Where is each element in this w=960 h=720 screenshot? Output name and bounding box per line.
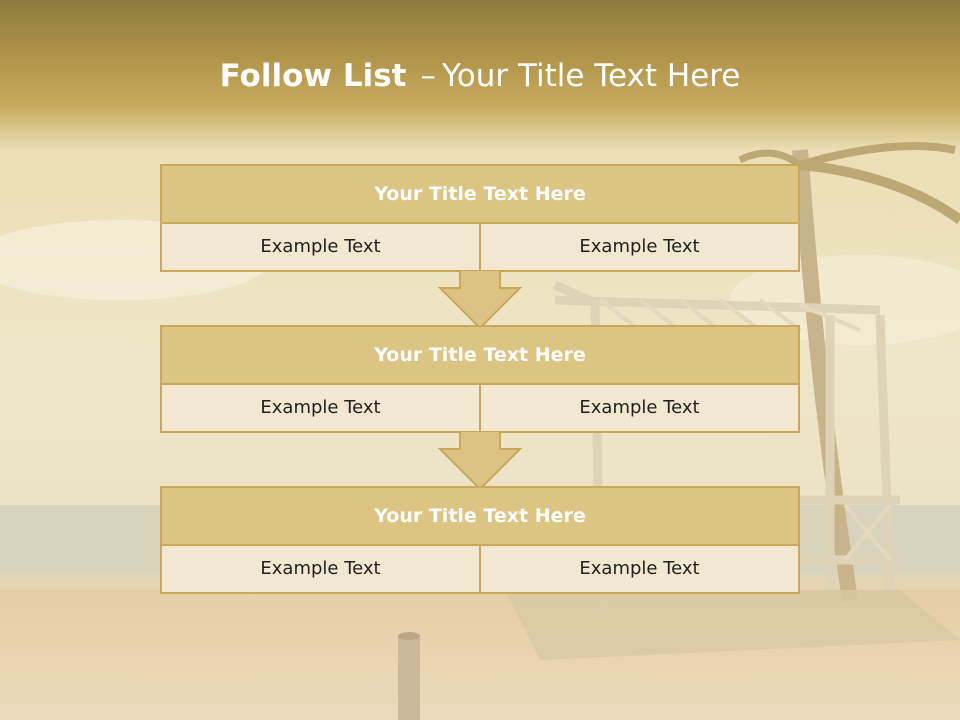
list-block-1: Your Title Text Here Example Text Exampl… [160,164,800,272]
block-row: Example Text Example Text [162,546,798,592]
title-dash: – [420,58,436,94]
header-band [0,0,960,150]
block-title: Your Title Text Here [162,488,798,546]
block-cell-left: Example Text [162,546,479,592]
block-row: Example Text Example Text [162,224,798,270]
down-arrow-icon [438,270,522,330]
list-block-2: Your Title Text Here Example Text Exampl… [160,325,800,433]
title-strong: Follow List [219,58,407,94]
block-cell-right: Example Text [479,546,798,592]
list-block-3: Your Title Text Here Example Text Exampl… [160,486,800,594]
block-cell-left: Example Text [162,224,479,270]
block-cell-left: Example Text [162,385,479,431]
block-title: Your Title Text Here [162,166,798,224]
block-cell-right: Example Text [479,385,798,431]
block-cell-right: Example Text [479,224,798,270]
title-rest: Your Title Text Here [441,58,741,94]
block-title: Your Title Text Here [162,327,798,385]
down-arrow-icon [438,431,522,491]
slide-title: Follow List–Your Title Text Here [0,52,960,100]
block-row: Example Text Example Text [162,385,798,431]
